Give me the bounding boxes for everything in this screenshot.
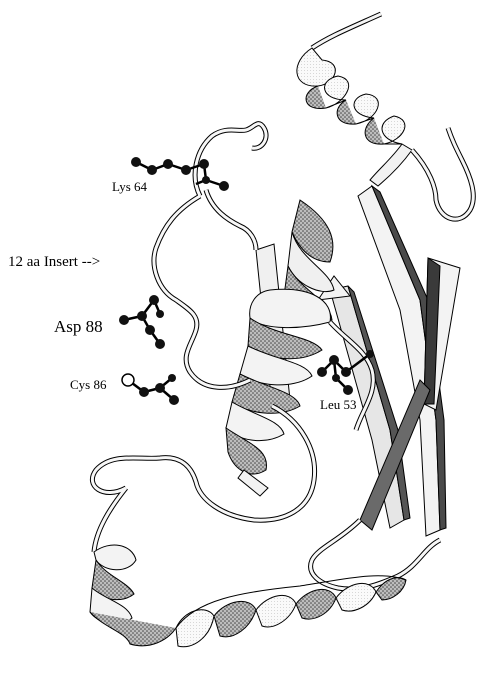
helix-bottom-left	[90, 545, 176, 646]
label-lys64: Lys 64	[112, 180, 147, 193]
label-cys86: Cys 86	[70, 378, 106, 391]
side-chain-asp88	[119, 295, 165, 349]
label-insert: 12 aa Insert -->	[8, 255, 100, 270]
right-coil	[412, 128, 473, 219]
beta-sheet	[318, 186, 460, 536]
side-chain-cys86	[122, 374, 179, 405]
helix-bottom	[176, 576, 406, 647]
helix-top-right	[297, 48, 412, 186]
label-asp88: Asp 88	[54, 318, 103, 335]
helix-central	[226, 200, 334, 496]
top-tail-coil	[312, 14, 381, 48]
label-leu53: Leu 53	[320, 398, 356, 411]
